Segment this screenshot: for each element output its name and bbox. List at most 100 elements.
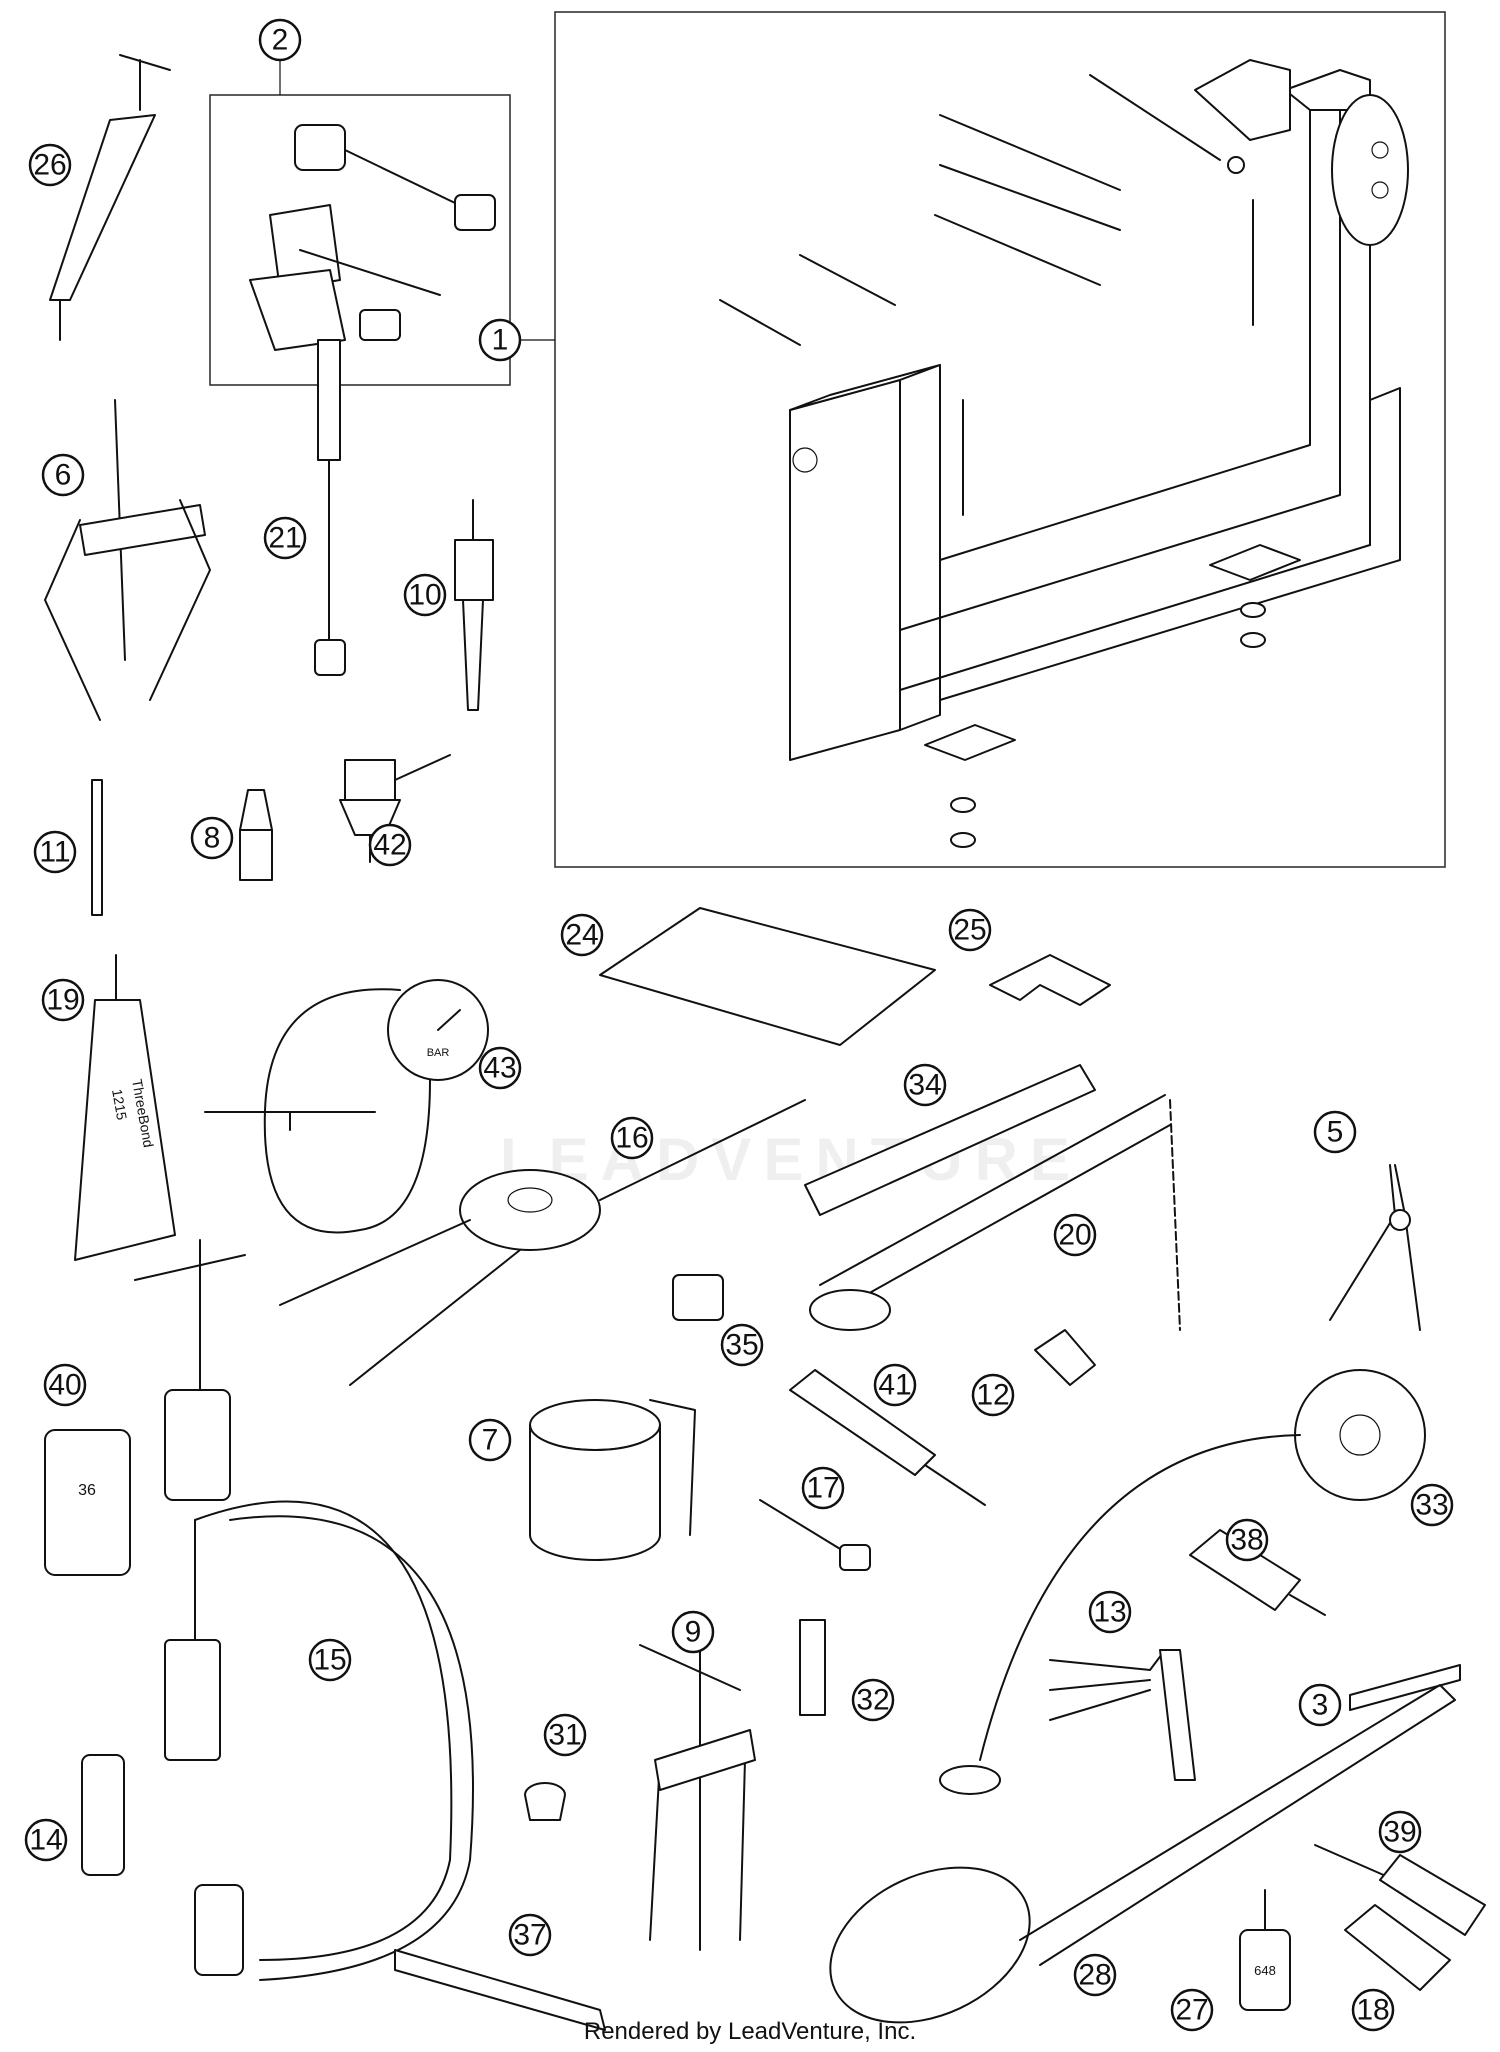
svg-text:13: 13 bbox=[1093, 1596, 1126, 1629]
loctite-code-label: 648 bbox=[1254, 1963, 1276, 1978]
part-2-frame bbox=[209, 94, 511, 386]
footer-credit: Rendered by LeadVenture, Inc. bbox=[583, 2018, 917, 2045]
callout-18[interactable]: 18 bbox=[1351, 1988, 1395, 2032]
tool-12-drawing bbox=[1034, 1329, 1096, 1386]
callout-21[interactable]: 21 bbox=[263, 516, 307, 560]
tool-18-drawing bbox=[1344, 1904, 1451, 1991]
plate-37-drawing bbox=[394, 1949, 606, 2031]
bearing-puller-drawing bbox=[639, 1619, 756, 1951]
callout-32[interactable]: 32 bbox=[851, 1678, 895, 1722]
tool-39-drawing bbox=[1314, 1844, 1486, 1936]
pressing-tool-drawing bbox=[249, 124, 496, 351]
callout-17[interactable]: 17 bbox=[801, 1466, 845, 1510]
callout-34[interactable]: 34 bbox=[903, 1063, 947, 1107]
piece-25-drawing bbox=[989, 954, 1111, 1006]
svg-text:43: 43 bbox=[483, 1052, 516, 1085]
callout-13[interactable]: 13 bbox=[1088, 1590, 1132, 1634]
callout-31[interactable]: 31 bbox=[543, 1713, 587, 1757]
svg-text:1: 1 bbox=[492, 324, 509, 357]
gauge-unit-label: BAR bbox=[427, 1047, 450, 1059]
svg-text:20: 20 bbox=[1058, 1219, 1091, 1252]
part-1-frame bbox=[554, 11, 1446, 868]
svg-text:18: 18 bbox=[1356, 1994, 1389, 2027]
callout-6[interactable]: 6 bbox=[41, 453, 85, 497]
svg-text:9: 9 bbox=[685, 1616, 702, 1649]
callout-7[interactable]: 7 bbox=[468, 1418, 512, 1462]
callout-43[interactable]: 43 bbox=[478, 1046, 522, 1090]
tool-41-drawing bbox=[789, 1369, 986, 1506]
svg-text:33: 33 bbox=[1415, 1489, 1448, 1522]
holding-tool-28-drawing bbox=[829, 1684, 1456, 2024]
callout-41[interactable]: 41 bbox=[873, 1363, 917, 1407]
tool-38-drawing bbox=[1189, 1529, 1326, 1616]
valve-spring-compressor-drawing bbox=[134, 1239, 474, 1981]
degree-wheel-drawing bbox=[939, 1369, 1426, 1795]
svg-text:31: 31 bbox=[548, 1719, 581, 1752]
callout-20[interactable]: 20 bbox=[1053, 1213, 1097, 1257]
callout-2[interactable]: 2 bbox=[258, 18, 302, 62]
tool-16-drawing bbox=[279, 1099, 806, 1386]
callout-25[interactable]: 25 bbox=[948, 908, 992, 952]
svg-text:2: 2 bbox=[272, 24, 289, 57]
callout-33[interactable]: 33 bbox=[1410, 1483, 1454, 1527]
tool-35-drawing bbox=[672, 1274, 724, 1321]
callout-39[interactable]: 39 bbox=[1378, 1810, 1422, 1854]
callout-40[interactable]: 40 bbox=[43, 1363, 87, 1407]
callout-1[interactable]: 1 bbox=[478, 318, 522, 362]
svg-text:5: 5 bbox=[1327, 1116, 1344, 1149]
svg-text:24: 24 bbox=[565, 919, 598, 952]
svg-text:41: 41 bbox=[878, 1369, 911, 1402]
callout-35[interactable]: 35 bbox=[720, 1323, 764, 1367]
svg-text:19: 19 bbox=[46, 984, 79, 1017]
svg-text:21: 21 bbox=[268, 522, 301, 555]
callout-12[interactable]: 12 bbox=[971, 1373, 1015, 1417]
svg-text:11: 11 bbox=[39, 836, 70, 869]
svg-text:12: 12 bbox=[976, 1379, 1009, 1412]
svg-text:16: 16 bbox=[615, 1122, 648, 1155]
callout-15[interactable]: 15 bbox=[308, 1638, 352, 1682]
callout-24[interactable]: 24 bbox=[560, 913, 604, 957]
tool-10-drawing bbox=[454, 499, 494, 711]
svg-text:38: 38 bbox=[1230, 1524, 1263, 1557]
puller-drawing bbox=[44, 399, 211, 721]
callout-19[interactable]: 19 bbox=[41, 978, 85, 1022]
callout-11[interactable]: 11 bbox=[33, 830, 77, 874]
tool-14-drawing bbox=[81, 1754, 125, 1876]
callout-16[interactable]: 16 bbox=[610, 1116, 654, 1160]
callout-38[interactable]: 38 bbox=[1225, 1518, 1269, 1562]
callout-10[interactable]: 10 bbox=[403, 573, 447, 617]
svg-text:6: 6 bbox=[55, 459, 72, 492]
svg-text:26: 26 bbox=[33, 149, 66, 182]
svg-text:14: 14 bbox=[29, 1824, 62, 1857]
chain-holder-drawing bbox=[804, 1064, 1181, 1331]
svg-text:34: 34 bbox=[908, 1069, 941, 1102]
tool-32-drawing bbox=[799, 1619, 826, 1716]
svg-text:10: 10 bbox=[408, 579, 441, 612]
threebond-code-label: 1215 bbox=[109, 1088, 130, 1122]
tool-31-drawing bbox=[524, 1782, 566, 1821]
tool-11-drawing bbox=[91, 779, 103, 916]
callout-14[interactable]: 14 bbox=[24, 1818, 68, 1862]
tool-8-drawing bbox=[239, 789, 273, 881]
svg-text:35: 35 bbox=[725, 1329, 758, 1362]
callout-3[interactable]: 3 bbox=[1298, 1683, 1342, 1727]
callout-27[interactable]: 27 bbox=[1170, 1988, 1214, 2032]
plate-24-drawing bbox=[599, 907, 936, 1046]
tool-3-drawing bbox=[1349, 1664, 1461, 1711]
callout-28[interactable]: 28 bbox=[1073, 1953, 1117, 1997]
svg-text:15: 15 bbox=[313, 1644, 346, 1677]
callout-37[interactable]: 37 bbox=[508, 1913, 552, 1957]
callout-42[interactable]: 42 bbox=[368, 823, 412, 867]
callout-5[interactable]: 5 bbox=[1313, 1110, 1357, 1154]
callout-26[interactable]: 26 bbox=[28, 143, 72, 187]
callout-8[interactable]: 8 bbox=[190, 816, 234, 860]
threebond-tube-drawing: ThreeBond 1215 bbox=[74, 954, 176, 1261]
pliers-drawing bbox=[1329, 1164, 1421, 1331]
svg-text:3: 3 bbox=[1312, 1689, 1329, 1722]
svg-text:32: 32 bbox=[856, 1684, 889, 1717]
callout-9[interactable]: 9 bbox=[671, 1610, 715, 1654]
svg-text:8: 8 bbox=[204, 822, 221, 855]
svg-text:27: 27 bbox=[1175, 1994, 1208, 2027]
svg-text:25: 25 bbox=[953, 914, 986, 947]
